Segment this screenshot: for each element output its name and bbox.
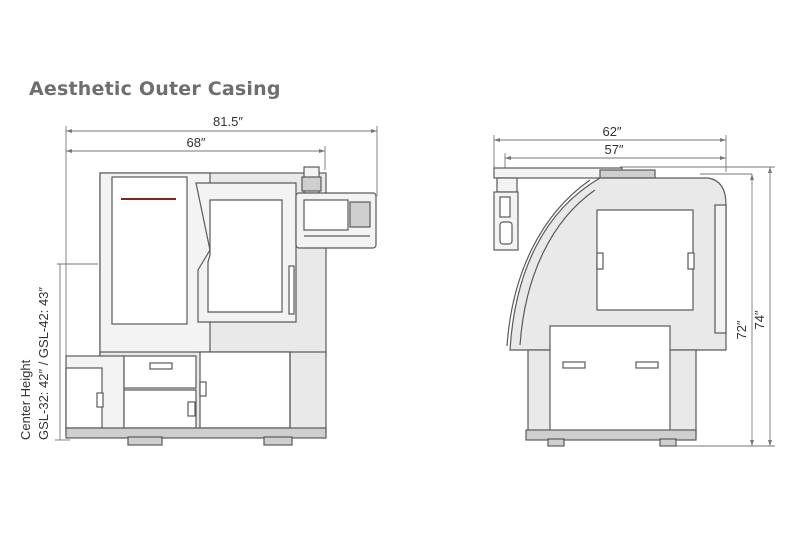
- cabinet-width-label: 68″: [186, 135, 205, 150]
- center-height-values: GSL-32: 42″ / GSL-42: 43″: [36, 287, 51, 440]
- front-view: 81.5″ 68″ Center Height GSL-32: 42″ / GS…: [18, 114, 378, 446]
- side-arm-joint: [496, 177, 518, 193]
- diagram-title: Aesthetic Outer Casing: [29, 78, 281, 100]
- side-plinth: [525, 429, 697, 441]
- side-top-cover: [599, 169, 656, 179]
- height-72-label: 72″: [734, 320, 749, 339]
- foot-right: [263, 436, 293, 446]
- chip-bin-door: [65, 367, 103, 429]
- foot-left: [127, 436, 163, 446]
- base-door-handle: [199, 381, 207, 397]
- side-window-latch-right: [687, 252, 695, 270]
- side-foot-right: [659, 438, 677, 447]
- side-base-handle-right: [635, 361, 659, 369]
- side-panel-grip: [499, 221, 513, 245]
- cabinet-depth-label: 57″: [604, 142, 623, 157]
- chip-bin-handle: [96, 392, 104, 408]
- front-door-window: [207, 199, 283, 313]
- dimension-center-height: Center Height GSL-32: 42″ / GSL-42: 43″: [18, 263, 98, 441]
- overall-width-label: 81.5″: [213, 114, 243, 129]
- front-plinth: [65, 427, 327, 439]
- dimension-overall-depth: 62″: [493, 124, 727, 172]
- dimension-heights: 72″ 74″: [620, 166, 775, 447]
- side-view: 62″ 57″ 72″ 74″: [493, 124, 775, 447]
- door-window-handle: [288, 265, 295, 315]
- side-panel-window: [499, 196, 511, 218]
- dimension-cabinet-width: 68″: [66, 135, 326, 170]
- left-door-panel: [111, 176, 188, 325]
- control-keypad: [349, 201, 371, 228]
- side-rear-panel: [714, 204, 727, 334]
- control-screen: [303, 199, 349, 231]
- drawer-lower-handle: [187, 401, 196, 417]
- base-door: [199, 351, 291, 429]
- side-base-door: [549, 325, 671, 435]
- center-height-label: Center Height: [18, 359, 33, 440]
- dimension-cabinet-depth: 57″: [504, 142, 726, 180]
- side-foot-left: [547, 438, 565, 447]
- side-window: [596, 209, 694, 311]
- side-window-latch-left: [596, 252, 604, 270]
- control-arm-joint: [301, 176, 322, 192]
- dimension-overall-width: 81.5″: [65, 114, 378, 360]
- drawer-upper: [123, 355, 197, 389]
- height-74-label: 74″: [752, 310, 767, 329]
- side-base-handle-left: [562, 361, 586, 369]
- drawer-lower: [123, 389, 197, 429]
- drawer-upper-handle: [149, 362, 173, 370]
- overall-depth-label: 62″: [602, 124, 621, 139]
